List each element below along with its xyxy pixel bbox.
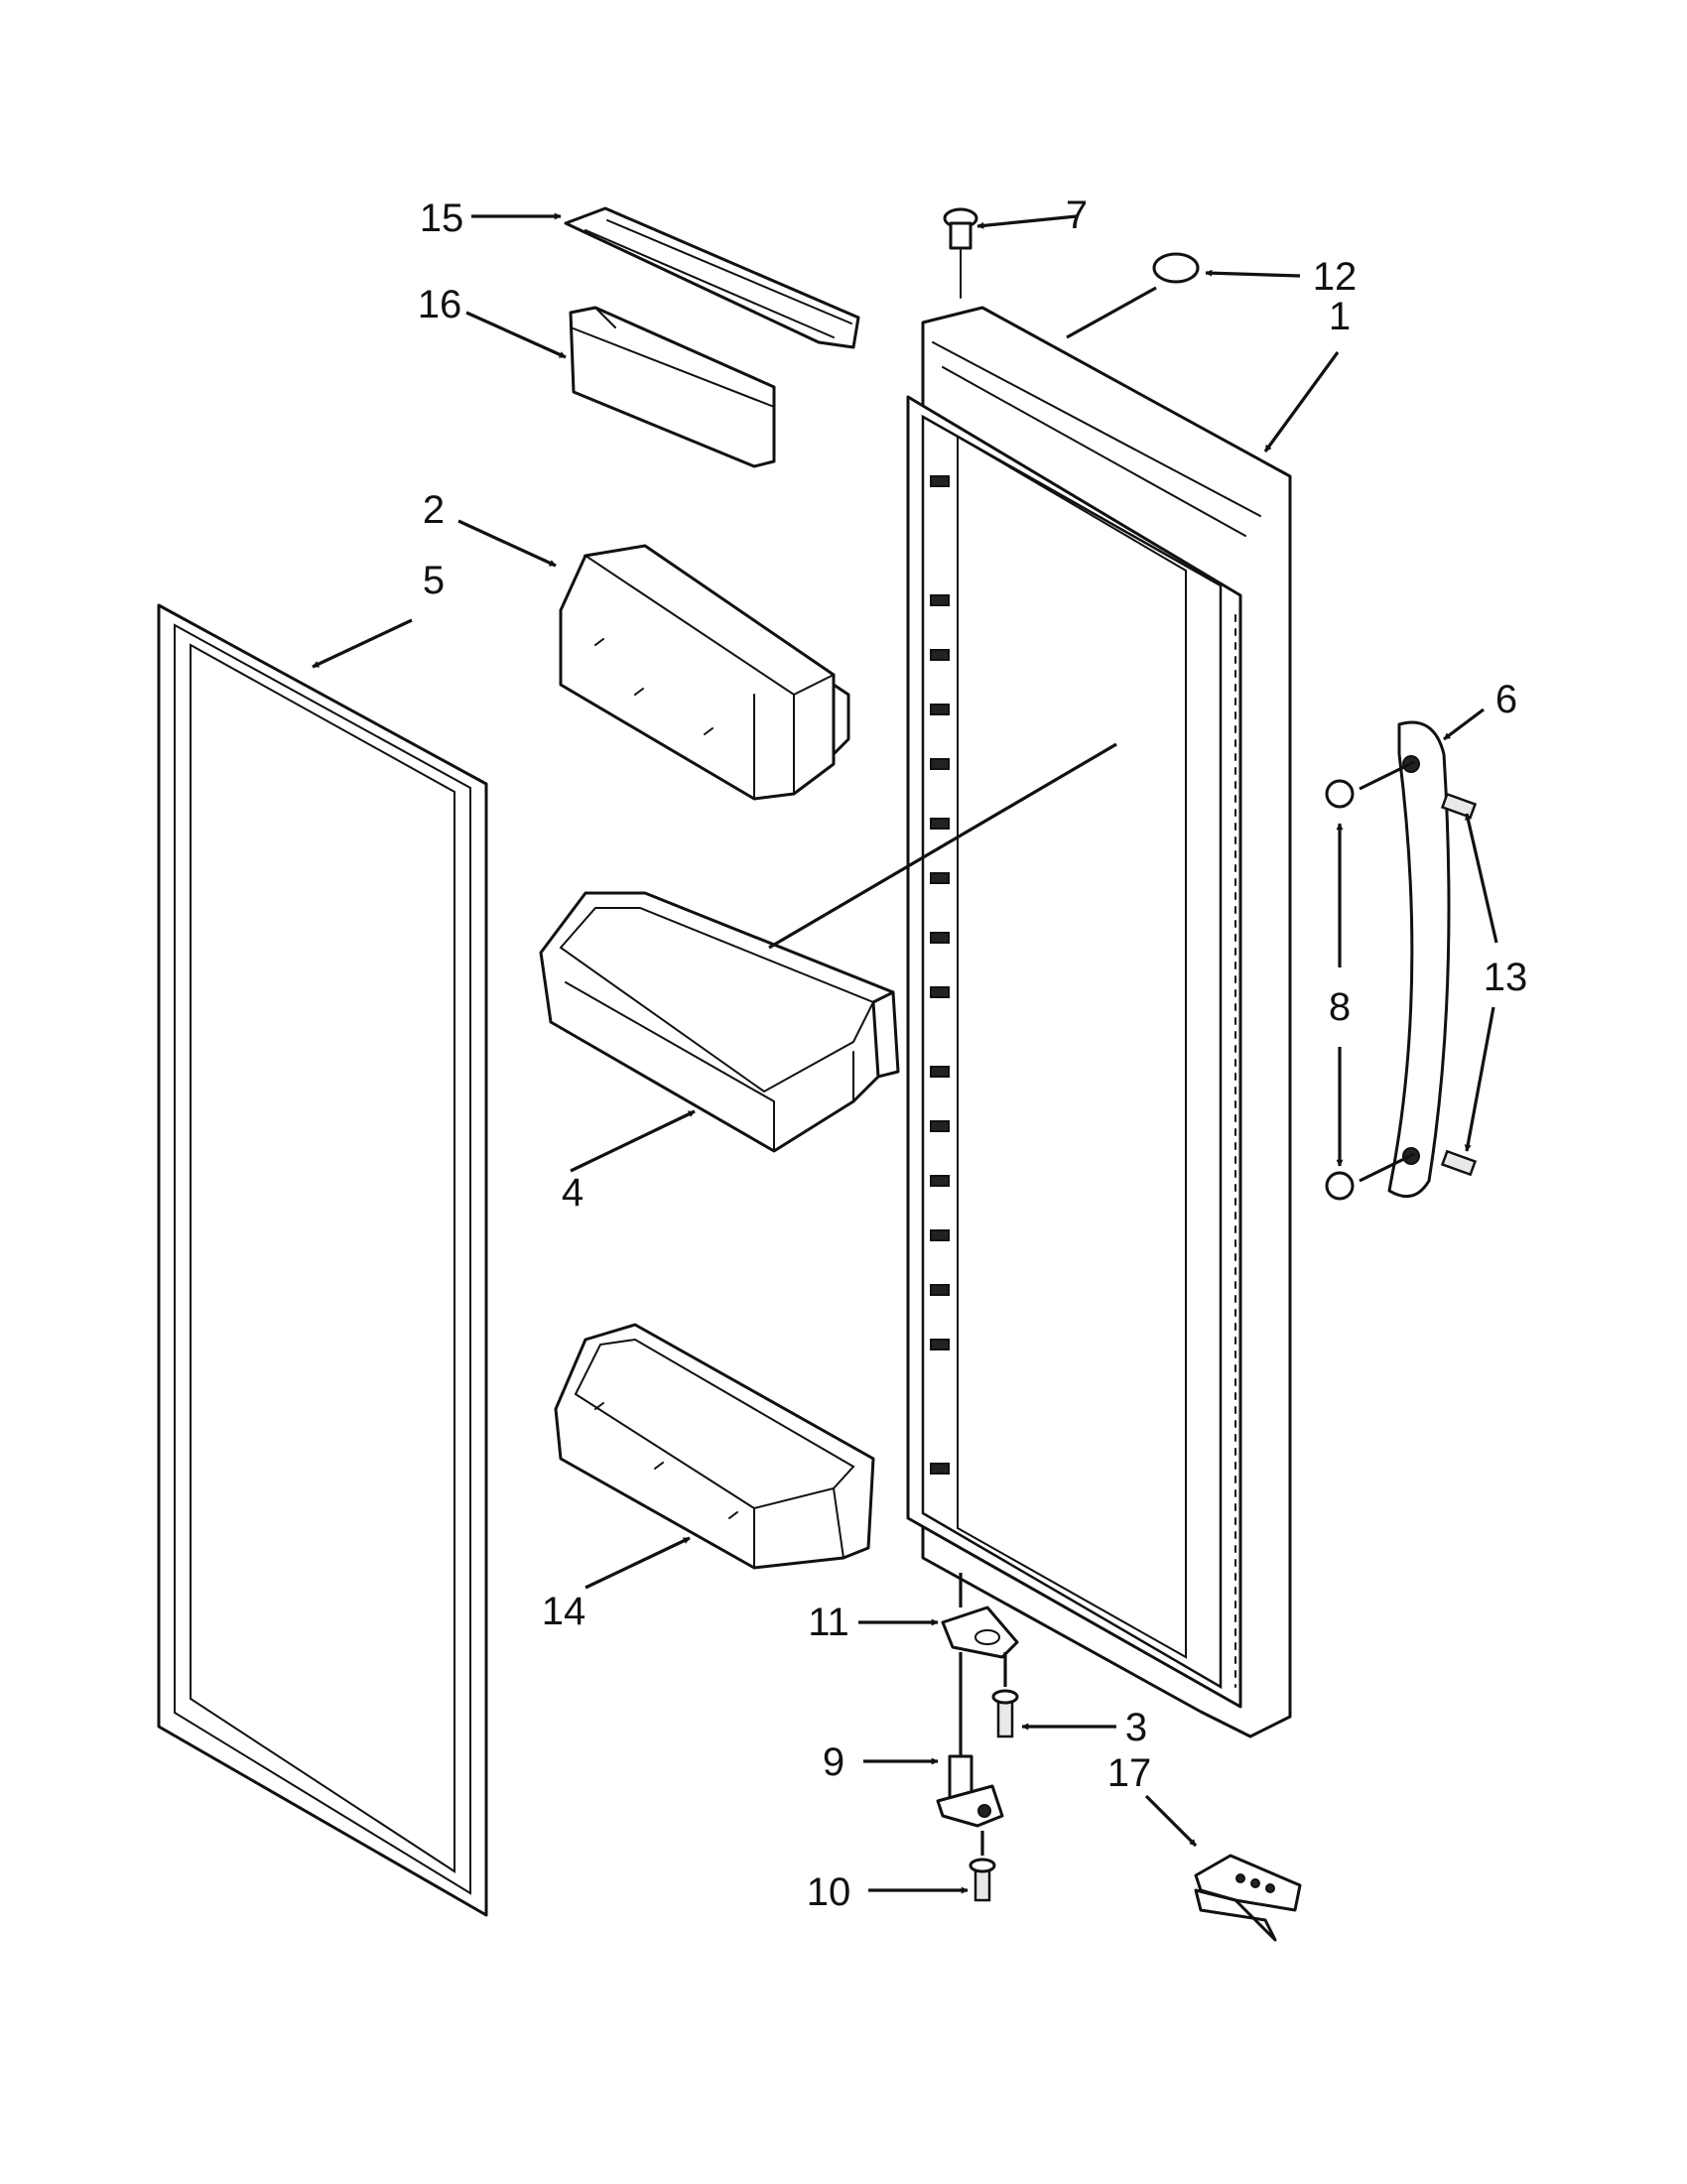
callout-15: 15 xyxy=(420,196,464,240)
bottom-hinge-screw xyxy=(969,1858,996,1902)
callout-17: 17 xyxy=(1107,1751,1152,1795)
callout-12: 12 xyxy=(1313,255,1358,299)
lower-door-bin xyxy=(554,1323,875,1570)
hinge-bushing xyxy=(943,207,978,299)
door-bin xyxy=(539,891,900,1153)
hinge-shim xyxy=(941,1606,1019,1659)
shelf-cover xyxy=(564,206,860,349)
hinge-screw xyxy=(991,1689,1019,1738)
bottom-hinge xyxy=(936,1754,1004,1828)
handle-spacers xyxy=(1325,779,1355,1201)
callout-7: 7 xyxy=(1066,193,1088,237)
callout-11: 11 xyxy=(808,1601,849,1644)
callout-8: 8 xyxy=(1329,985,1351,1029)
callout-14: 14 xyxy=(542,1590,586,1633)
callout-2: 2 xyxy=(423,488,445,532)
leader-lines xyxy=(312,212,1498,1894)
door-shelf-clips xyxy=(930,475,950,1475)
o-ring xyxy=(1152,252,1200,284)
callout-13: 13 xyxy=(1484,956,1528,999)
door-gasket xyxy=(157,603,488,1917)
callout-labels: 1 2 3 4 5 6 7 8 9 10 11 12 13 14 15 16 1… xyxy=(418,193,1528,1914)
callout-10: 10 xyxy=(807,1870,851,1914)
shelf-retainer xyxy=(569,306,776,468)
callout-5: 5 xyxy=(423,559,445,602)
callout-16: 16 xyxy=(418,283,462,326)
callout-3: 3 xyxy=(1125,1706,1147,1749)
callout-1: 1 xyxy=(1329,295,1351,338)
door-assembly xyxy=(906,306,1292,1738)
set-screws xyxy=(1440,792,1478,1177)
hinge-bracket xyxy=(1194,1854,1302,1942)
callout-9: 9 xyxy=(823,1740,844,1784)
callout-4: 4 xyxy=(562,1171,584,1215)
door-handle xyxy=(1387,720,1451,1199)
dairy-bin xyxy=(559,544,850,801)
callout-6: 6 xyxy=(1495,678,1517,721)
